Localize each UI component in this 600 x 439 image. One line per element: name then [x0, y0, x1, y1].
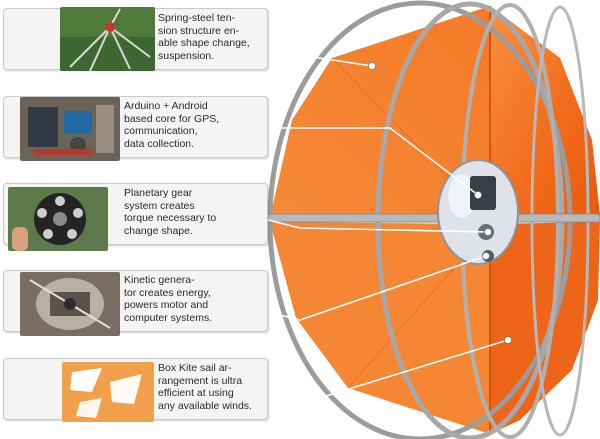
connector-dot-2: [474, 191, 482, 199]
core-hub-shine: [448, 174, 476, 218]
connector-dot-3: [484, 228, 492, 236]
gear-photo: [8, 187, 108, 251]
label-kinetic-generator: Kinetic genera- tor creates energy, powe…: [124, 274, 213, 324]
core-hub: [437, 159, 519, 265]
connector-line-1: [268, 54, 373, 67]
connector-dot-5: [504, 336, 512, 344]
sail-seam-diagonal-2: [347, 249, 471, 389]
label-spring-steel: Spring-steel ten- sion structure en- abl…: [158, 12, 250, 62]
sail-panel-upper-left: [270, 6, 490, 220]
sail-pattern-photo: [62, 362, 154, 422]
connector-line-2: [268, 127, 479, 196]
electronics-photo: [20, 97, 120, 161]
connector-line-3: [267, 219, 489, 233]
label-arduino-core: Arduino + Android based core for GPS, co…: [124, 100, 220, 150]
sail-panel-upper-right: [490, 6, 600, 220]
label-planetary-gear: Planetary gear system creates torque nec…: [124, 187, 217, 237]
generator-photo: [20, 272, 120, 336]
sail-panel-lower-right: [490, 222, 600, 434]
sail-seam-diagonal-1: [331, 57, 471, 201]
spring-steel-photo: [60, 7, 155, 71]
sail-panel-lower-left: [270, 222, 490, 434]
connector-line-5: [268, 339, 509, 405]
connector-line-4: [267, 255, 487, 321]
label-box-kite-sail: Box Kite sail ar- rangement is ultra eff…: [158, 362, 252, 412]
central-axle: [261, 213, 600, 223]
connector-dot-1: [368, 62, 376, 70]
core-electronics: [470, 176, 496, 210]
connector-dot-4: [482, 252, 490, 260]
